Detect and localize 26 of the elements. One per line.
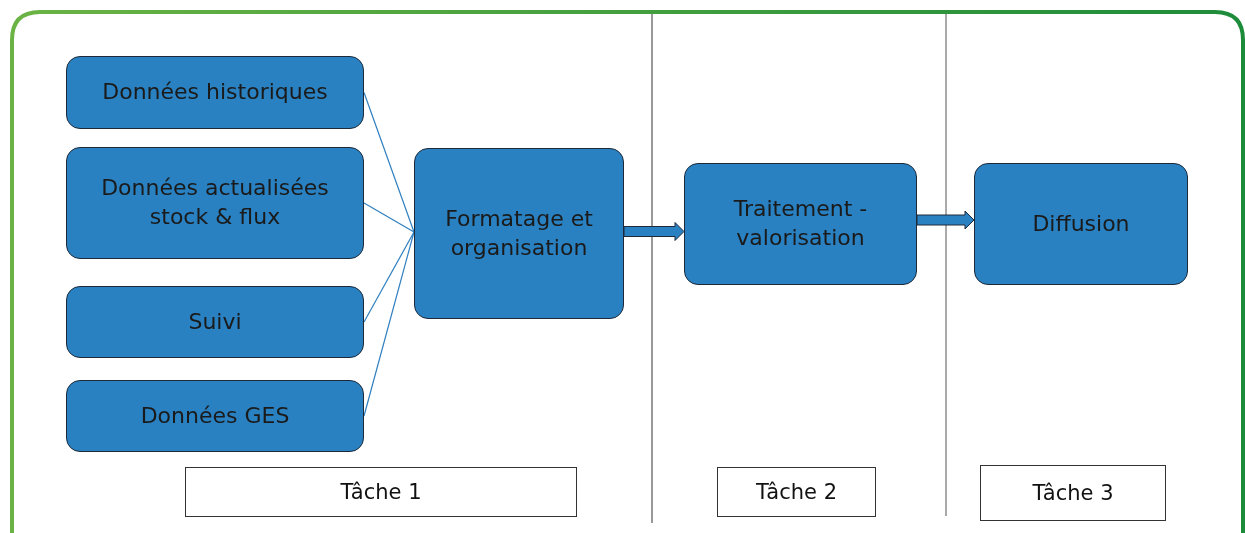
process-box [684, 163, 917, 285]
box-label: Formatage et organisation [445, 204, 593, 262]
process-box [66, 147, 364, 259]
connector-line [363, 202, 415, 233]
task-label-box [980, 465, 1166, 521]
connector-line [363, 91, 415, 233]
process-box [66, 56, 364, 129]
task-label-box [717, 467, 876, 517]
process-box [414, 148, 624, 319]
box-label: Traitement - valorisation [732, 195, 869, 252]
box-label: Tâche 3 [1032, 481, 1114, 505]
box-label: Tâche 1 [340, 480, 422, 504]
arrow [916, 210, 975, 230]
box-label: Tâche 2 [755, 480, 838, 504]
process-box [974, 163, 1188, 285]
arrow [623, 222, 685, 241]
box-label: Suivi [188, 307, 242, 336]
connector-line [363, 231, 415, 323]
box-label: Données GES [140, 401, 290, 430]
box-label: Diffusion [1032, 209, 1130, 238]
box-label: Données historiques [102, 78, 328, 107]
process-box [66, 286, 364, 358]
connector-line [363, 231, 415, 417]
process-box [66, 380, 364, 452]
box-label: Données actualisées stock & flux [100, 174, 330, 231]
task-label-box [185, 467, 577, 517]
